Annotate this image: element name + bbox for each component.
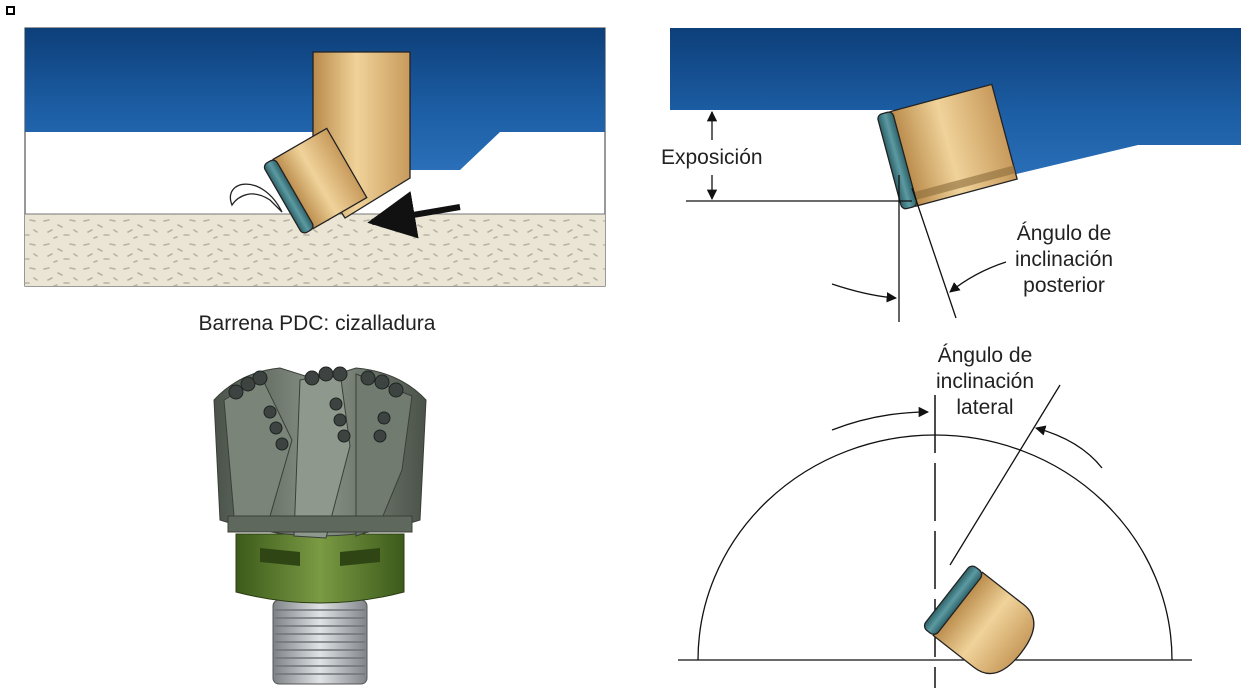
back-rake-label-2: inclinación [1015,248,1113,271]
back-rake-label-3: posterior [1023,274,1105,297]
back-rake-arc-arrow [831,283,898,303]
shear-caption: Barrena PDC: cizalladura [199,312,436,335]
side-rake-label-3: lateral [956,396,1013,419]
shear-panel [24,27,606,287]
side-rake-arc-left [831,406,930,431]
side-rake-arc-right [1034,425,1103,469]
side-rake-label-2: inclinación [936,370,1034,393]
pdc-cutter [263,127,368,234]
side-rake-label-1: Ángulo de [938,344,1033,367]
arrow-left-icon [367,191,461,239]
side-rake-diagram [678,384,1192,688]
exposure-label: Exposición [661,146,763,169]
pdc-cutter-right [877,83,1018,210]
back-rake-label-1: Ángulo de [1017,222,1112,245]
rock-chip [229,183,283,213]
back-rake-diagram [670,28,1241,322]
pdc-cutter-bottom [923,565,1035,675]
small-square-icon [6,6,15,15]
pdc-bit-illustration [213,366,427,685]
